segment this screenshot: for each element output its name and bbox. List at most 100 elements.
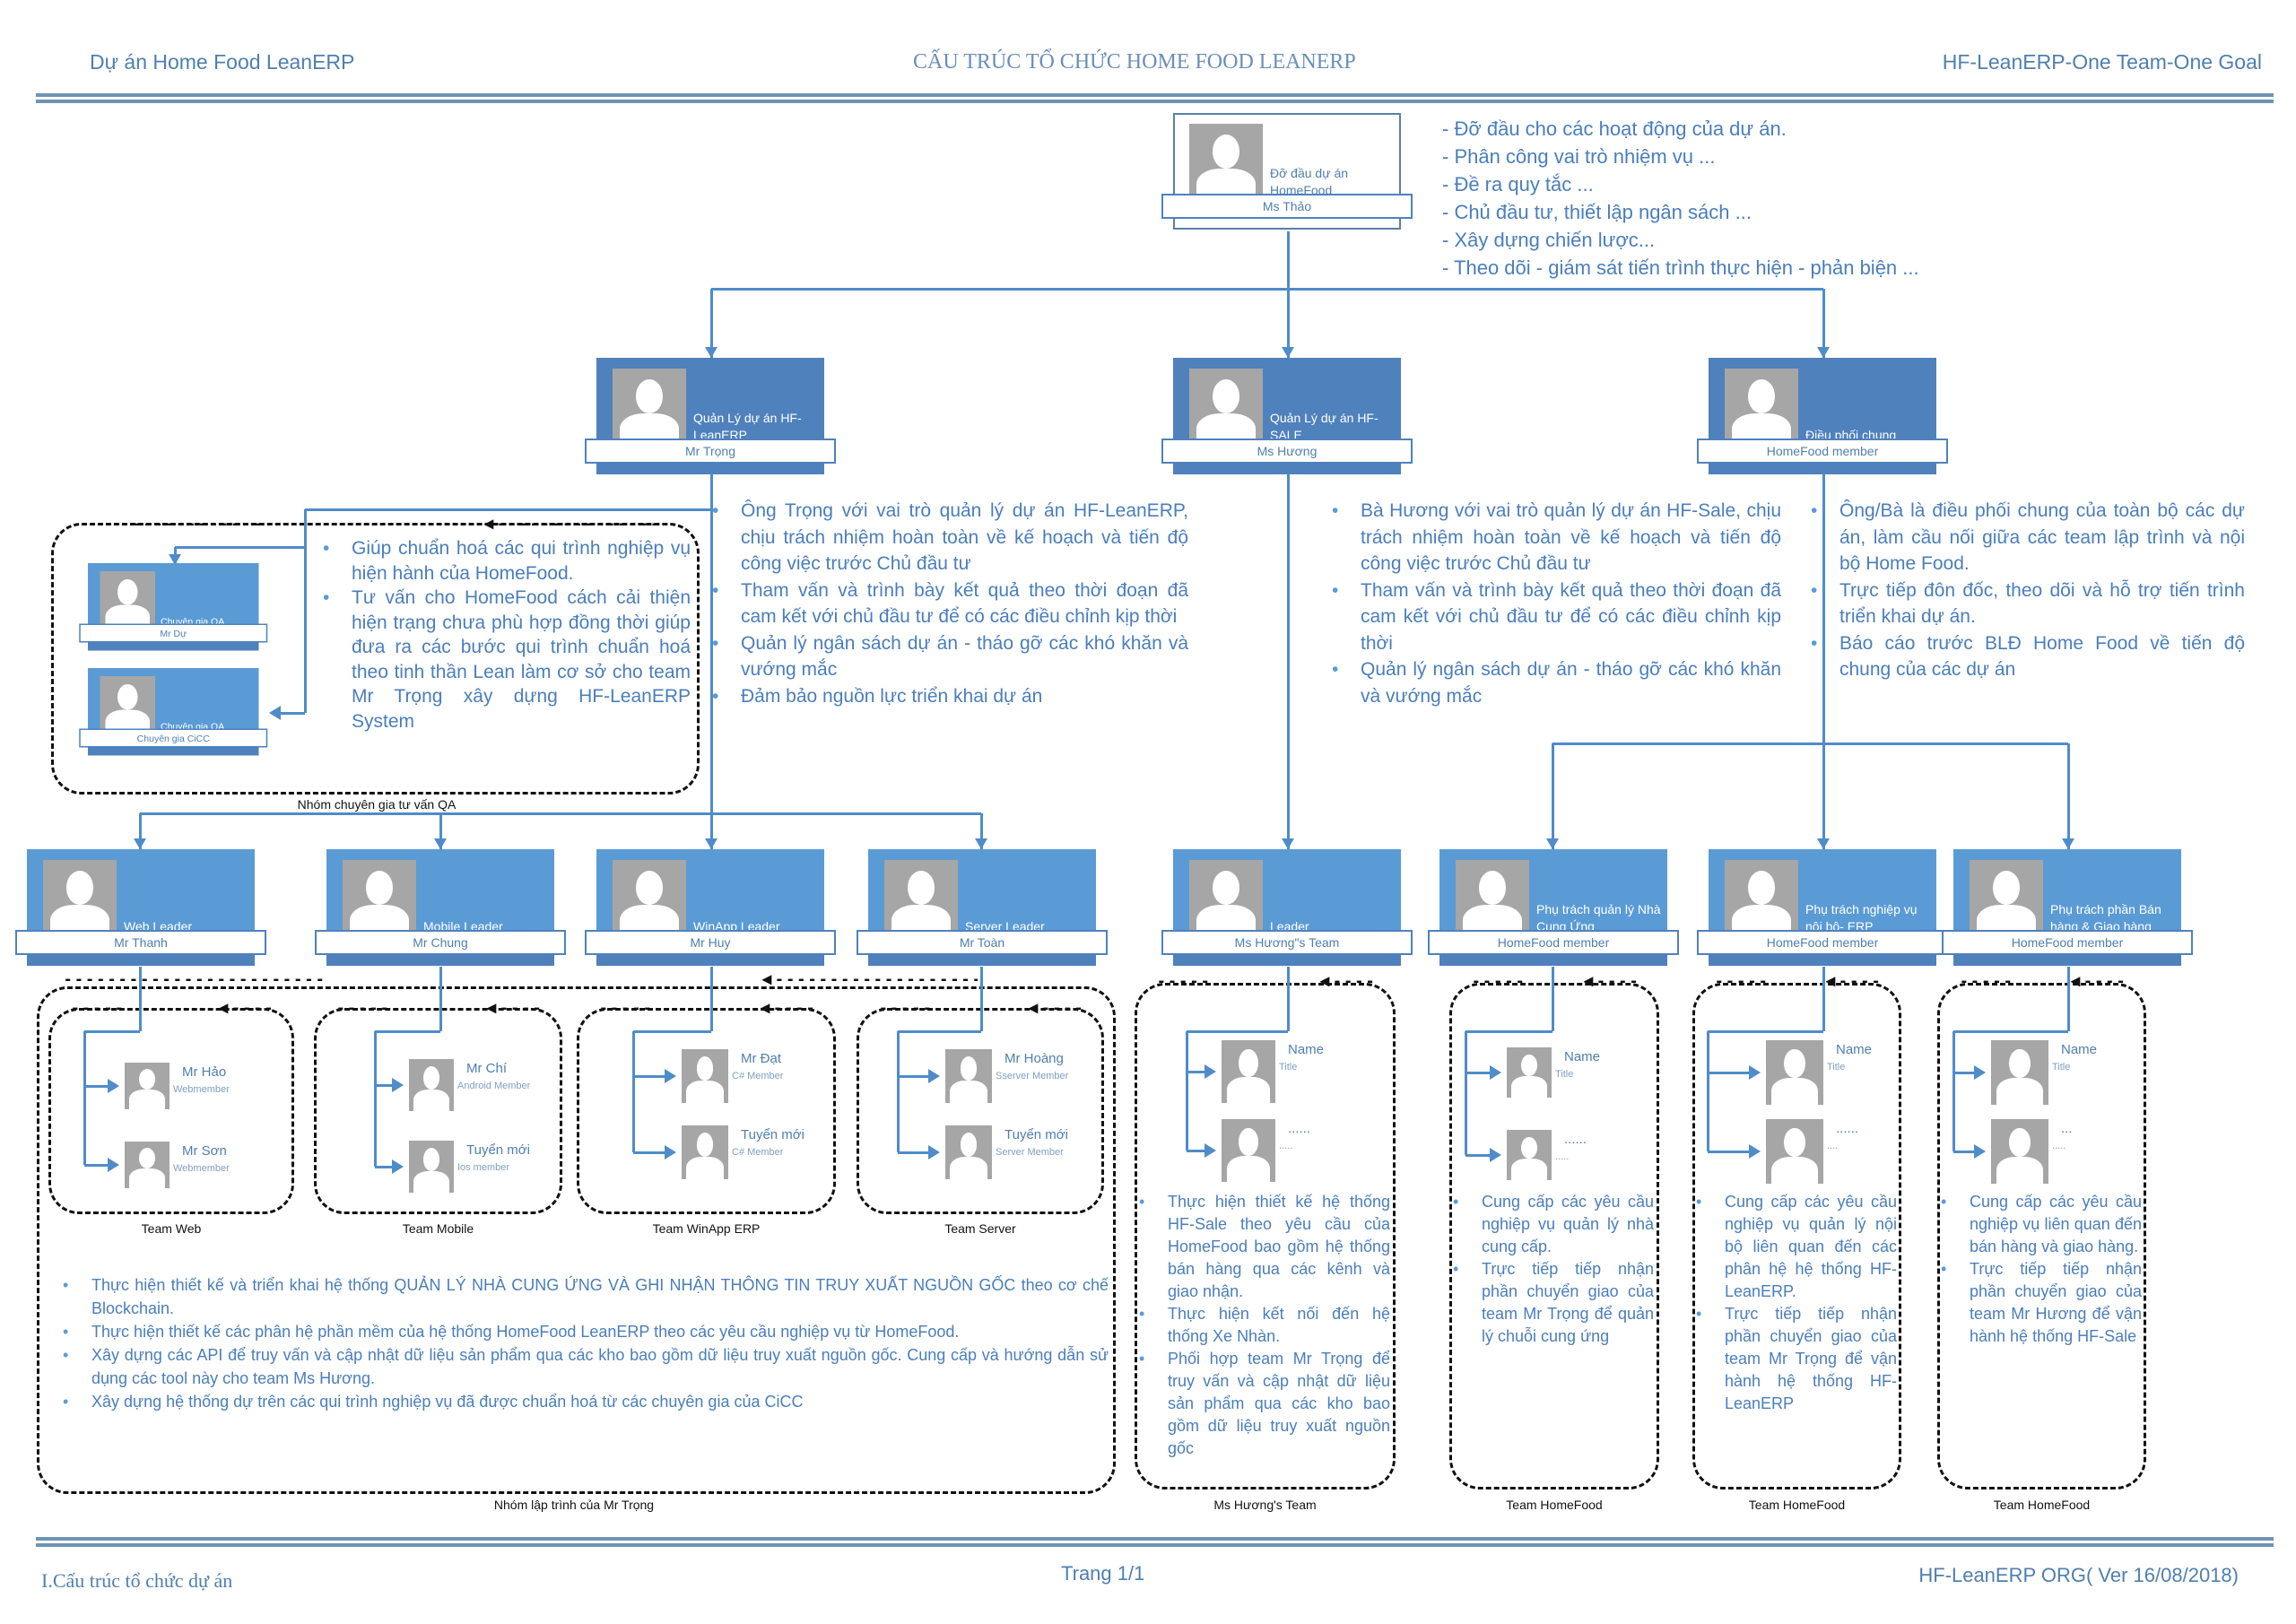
avatar-icon — [343, 860, 416, 937]
duty-item: - Đỡ đầu cho các hoạt động của dự án. — [1442, 117, 1787, 140]
card-footer-strip — [1173, 955, 1401, 966]
connector-line — [710, 967, 713, 1031]
bullet-item: Thực hiện thiết kế hệ thống HF-Sale theo… — [1139, 1191, 1390, 1303]
connector-line — [2067, 743, 2070, 849]
connector-line — [280, 712, 305, 715]
footer-section: I.Cấu trúc tổ chức dự án — [41, 1569, 233, 1592]
connector-line — [1287, 289, 1290, 358]
team-responsibilities: Cung cấp các yêu cầu nghiệp vụ quản lý n… — [1696, 1191, 1897, 1415]
arrow-right-icon — [1749, 1065, 1761, 1080]
card-footer-strip — [1953, 955, 2181, 966]
member-title: ..... — [2052, 1141, 2066, 1151]
duty-item: - Theo dõi - giám sát tiến trình thực hi… — [1442, 256, 1919, 279]
person-head-shape — [1239, 1127, 1258, 1156]
card-footer-strip — [1439, 955, 1667, 966]
bullet-item: Ông Trọng với vai trò quản lý dự án HF-L… — [712, 498, 1188, 578]
card-footer-strip — [1709, 955, 1936, 966]
connector-line — [1187, 1071, 1207, 1073]
qa-group-label: Nhóm chuyên gia tư vấn QA — [297, 797, 457, 812]
bullet-item: Trực tiếp tiếp nhận phần chuyển giao của… — [1696, 1303, 1897, 1415]
connector-line — [980, 967, 983, 1031]
connector-line — [633, 1030, 711, 1033]
avatar-icon — [1970, 860, 2043, 937]
dev-group-responsibilities: Thực hiện thiết kế và triển khai hệ thốn… — [59, 1273, 1109, 1413]
connector-line — [83, 1031, 86, 1165]
duty-item: - Đề ra quy tắc ... — [1442, 173, 1594, 195]
member-title: C# Member — [732, 1147, 784, 1158]
bidirectional-arrow-icon: - - - - - - - - - - - - - - - - - - - - … — [596, 999, 650, 1017]
connector-line — [1552, 743, 1554, 849]
arrow-right-icon — [1749, 1144, 1761, 1159]
header-divider — [36, 93, 2274, 97]
card-name: HomeFood member — [1697, 930, 1948, 955]
connector-line — [1708, 1072, 1752, 1074]
member-title: Title — [2052, 1062, 2071, 1073]
card-name: HomeFood member — [1942, 930, 2193, 955]
connector-line — [1465, 1072, 1492, 1074]
member-avatar-icon — [945, 1125, 992, 1179]
avatar-icon — [884, 860, 958, 937]
footer-divider — [36, 1537, 2274, 1541]
connector-line — [1465, 1031, 1467, 1155]
avatar-icon — [1725, 860, 1798, 937]
bidirectional-arrow-icon: ◂ - - - - - - - - - - - - - - - - - - - … — [761, 999, 814, 1017]
connector-line — [139, 813, 142, 849]
person-body-shape — [950, 1156, 987, 1179]
card-name: Mr Thanh — [15, 930, 266, 955]
person-body-shape — [1227, 1155, 1270, 1182]
person-body-shape — [950, 1080, 987, 1103]
member-avatar-icon — [409, 1059, 454, 1111]
team-boundary — [857, 1008, 1104, 1214]
connector-line — [898, 1151, 931, 1154]
card-name: Mr Trọng — [585, 439, 836, 464]
member-title: .... — [1827, 1141, 1839, 1151]
member-title: C# Member — [732, 1071, 784, 1081]
person-head-shape — [1213, 135, 1239, 169]
team-label: Ms Hương's Team — [1213, 1498, 1317, 1512]
manager-huong-responsibilities: Bà Hương với vai trò quản lý dự án HF-Sa… — [1328, 498, 1781, 709]
card-name: Chuyên gia CiCC — [79, 728, 268, 748]
bidirectional-arrow-icon: ◂ - - - - - - - - - - - - - - - - - - - … — [484, 515, 664, 533]
person-body-shape — [1771, 1077, 1818, 1105]
member-avatar-icon — [1991, 1119, 2048, 1184]
arrow-right-icon — [1205, 1143, 1216, 1158]
connector-line — [139, 967, 142, 1031]
person-head-shape — [66, 871, 93, 905]
person-head-shape — [1213, 871, 1239, 905]
dev-group-label: Nhóm lập trình của Mr Trọng — [493, 1498, 655, 1512]
avatar-icon — [1189, 369, 1263, 446]
card-footer-strip — [596, 464, 824, 474]
person-head-shape — [423, 1066, 439, 1090]
bidirectional-arrow-icon: - - - - - - - - - - - - - - - - - - - - … — [135, 515, 260, 533]
arrow-down-icon — [1282, 838, 1294, 849]
person-body-shape — [686, 1156, 724, 1179]
connector-line — [1708, 1151, 1752, 1153]
person-body-shape — [129, 1168, 165, 1188]
arrow-right-icon — [1205, 1064, 1216, 1079]
person-body-shape — [1996, 1156, 2043, 1184]
bullet-list: Cung cấp các yêu cầu nghiệp vụ quản lý n… — [1696, 1191, 1897, 1415]
card-name: Ms Thảo — [1161, 194, 1413, 219]
connector-line — [305, 508, 711, 511]
bullet-item: Quản lý ngân sách dự án - tháo gỡ các kh… — [1332, 656, 1781, 709]
arrow-right-icon — [1974, 1144, 1986, 1159]
connector-line — [1552, 743, 2068, 745]
connector-line — [1822, 289, 1825, 358]
header-divider — [36, 100, 2274, 103]
card-name: HomeFood member — [1428, 930, 1679, 955]
connector-line — [1708, 1030, 1823, 1033]
connector-line — [711, 288, 1823, 291]
arrow-down-icon — [169, 554, 181, 565]
bullet-item: Trực tiếp tiếp nhận phần chuyển giao của… — [1941, 1258, 2142, 1348]
connector-line — [1287, 967, 1290, 1031]
arrow-down-icon — [975, 838, 987, 849]
person-head-shape — [1784, 1128, 1805, 1157]
member-name: Tuyển mới — [466, 1142, 530, 1158]
member-title: Title — [1827, 1062, 1846, 1073]
